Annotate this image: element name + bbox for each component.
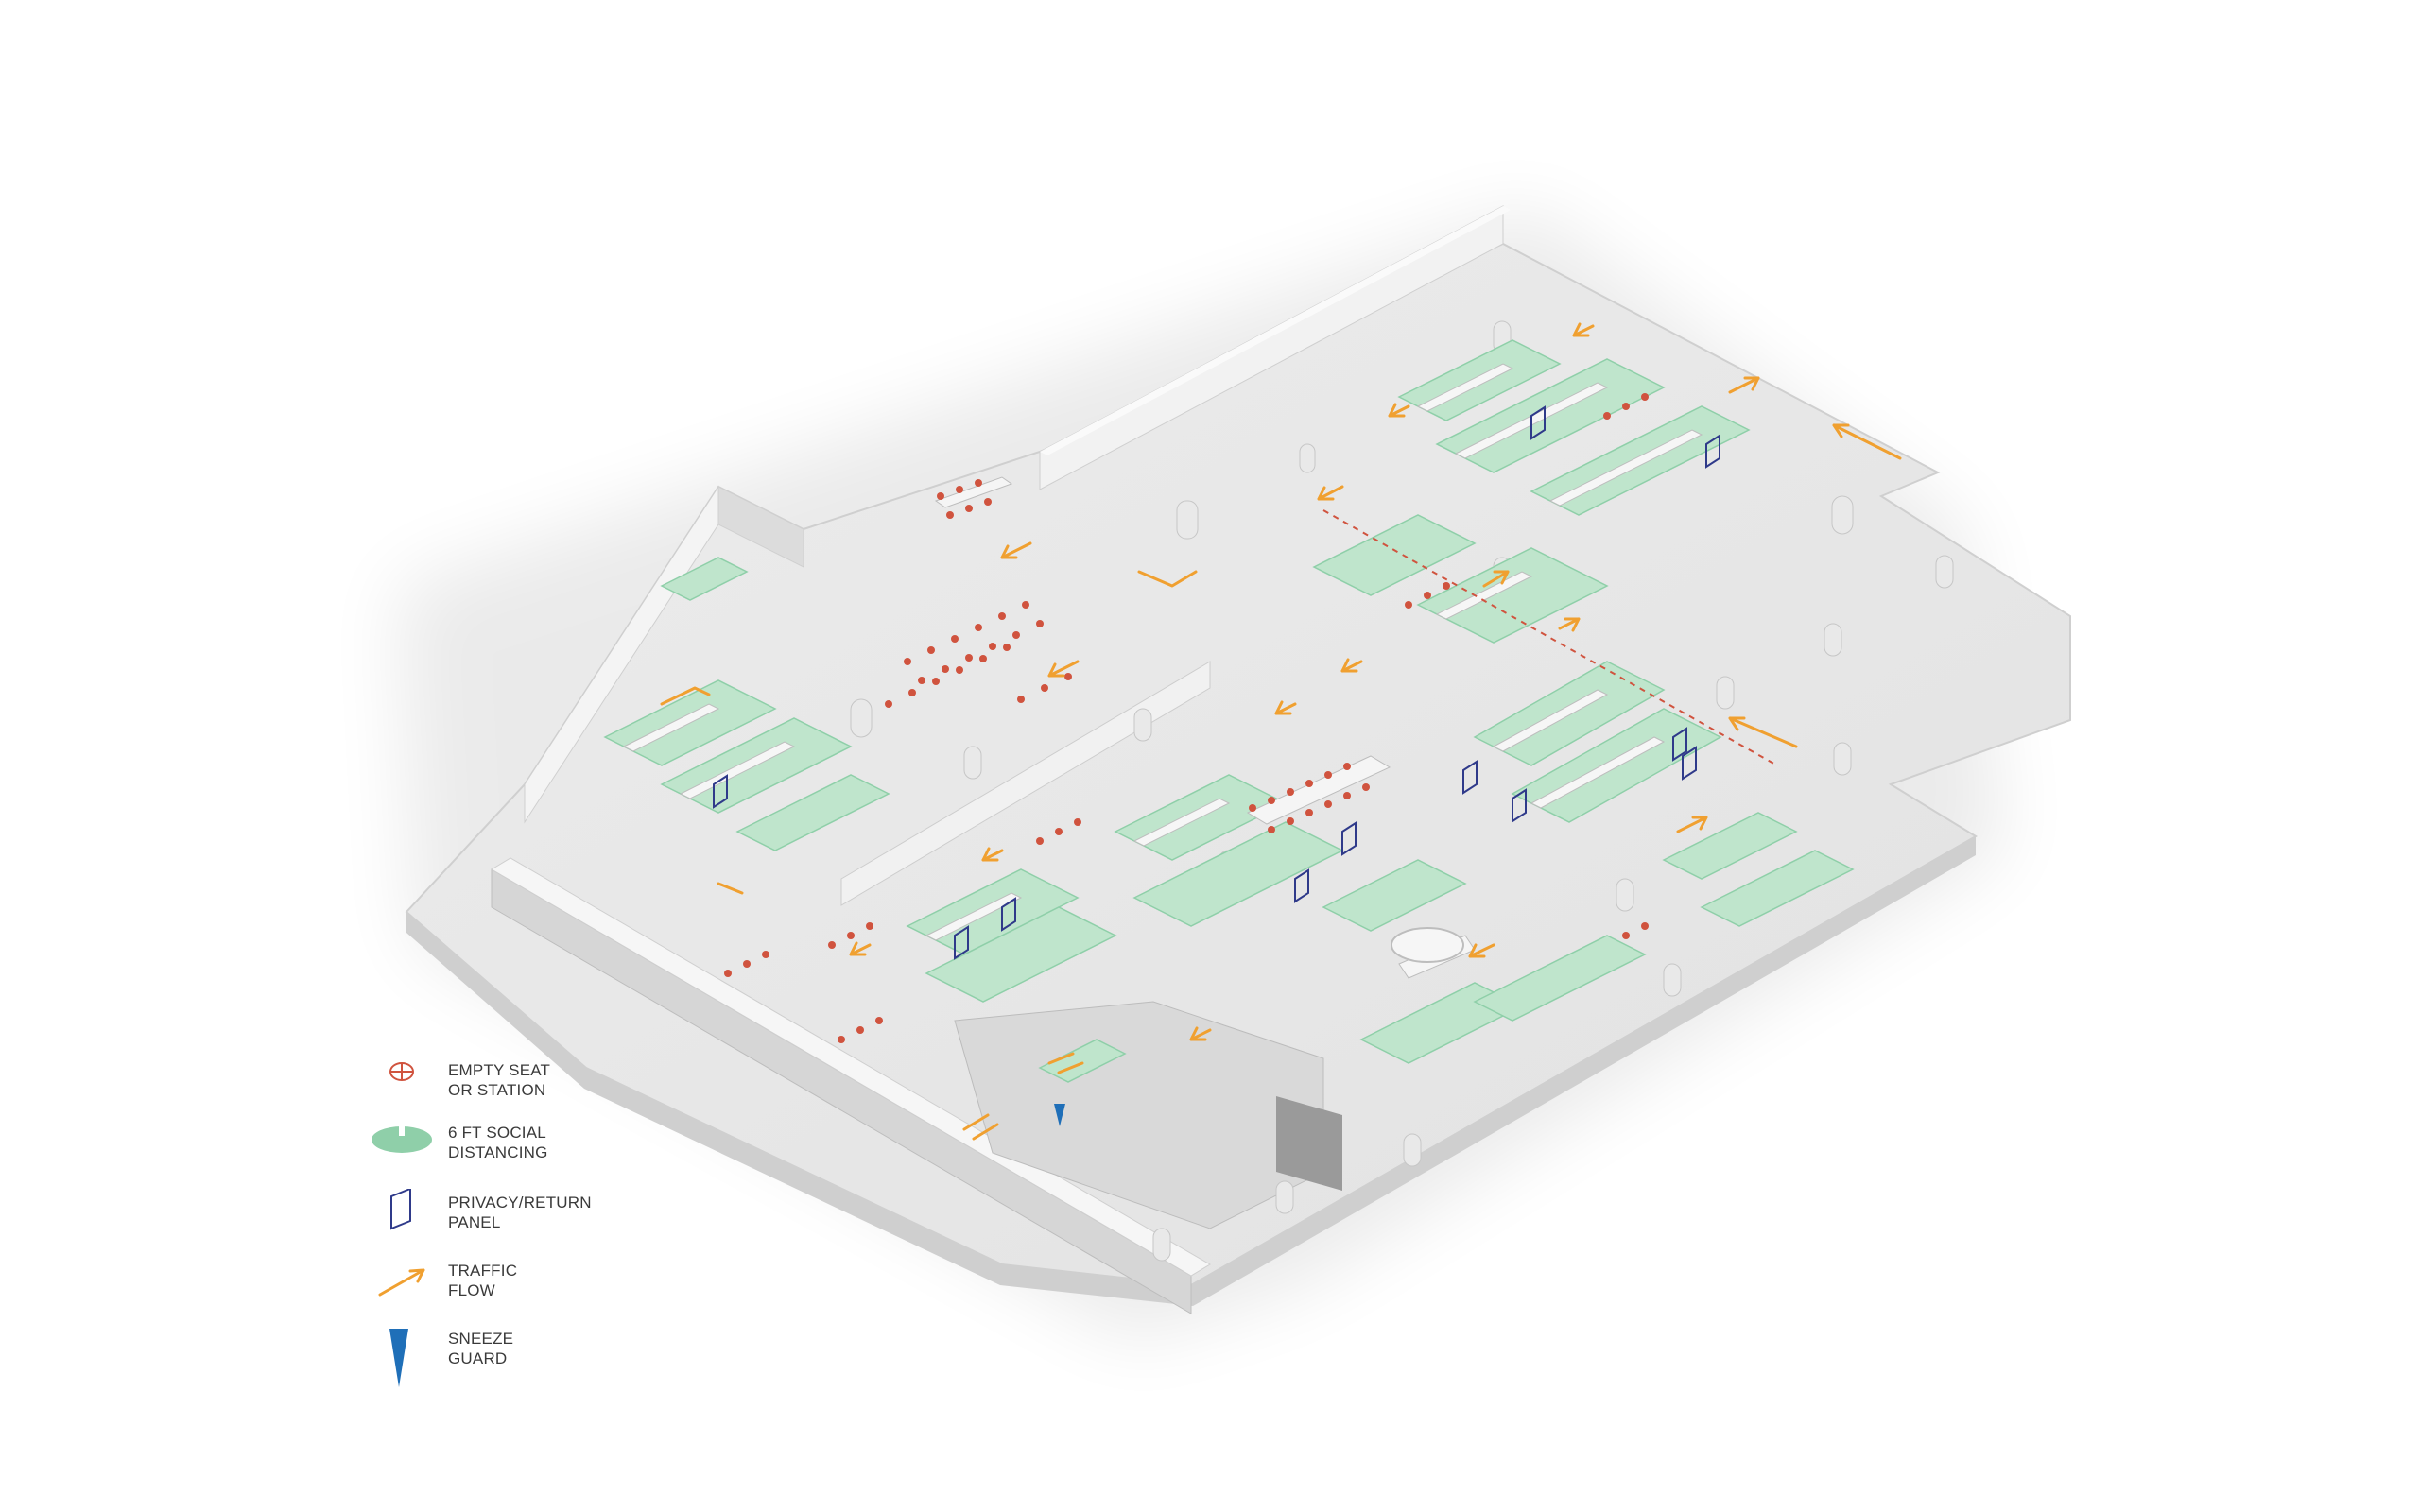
legend-item-privacy-panel: PRIVACY/RETURN PANEL: [371, 1189, 654, 1246]
legend-item-traffic-flow: TRAFFIC FLOW: [371, 1257, 654, 1314]
reception-desk: [1391, 927, 1464, 963]
traffic-flow-icon: [378, 1268, 425, 1297]
north-wall-top: [1040, 206, 1511, 455]
sneeze-guard-icon: [389, 1329, 408, 1387]
legend-item-empty-seat: EMPTY SEAT OR STATION: [371, 1057, 654, 1113]
floor-edge: [406, 836, 1976, 1306]
privacy-panel-icon: [390, 1189, 411, 1230]
legend-label: PRIVACY/RETURN PANEL: [448, 1194, 592, 1231]
legend-label: SNEEZE GUARD: [448, 1330, 514, 1367]
social-distancing-icon: [372, 1123, 432, 1153]
legend-item-sneeze-guard: SNEEZE GUARD: [371, 1325, 654, 1387]
legend-label: TRAFFIC FLOW: [448, 1262, 518, 1299]
empty-seats: [724, 393, 1649, 1043]
traffic-flow-arrows: [660, 322, 1902, 1141]
legend-item-social-distancing: 6 FT SOCIAL DISTANCING: [371, 1119, 654, 1176]
distancing-line: [1322, 509, 1778, 766]
core-stair-well: [1276, 1096, 1342, 1191]
legend-label: 6 FT SOCIAL DISTANCING: [448, 1124, 548, 1161]
south-facade-top: [491, 857, 1211, 1277]
interior-spine-wall: [840, 661, 1211, 906]
north-wall: [1039, 205, 1504, 490]
legend-label: EMPTY SEAT OR STATION: [448, 1061, 551, 1099]
privacy-panels: [713, 405, 1720, 960]
empty-seat-icon: [389, 1062, 414, 1081]
northwest-wall: [717, 486, 804, 568]
